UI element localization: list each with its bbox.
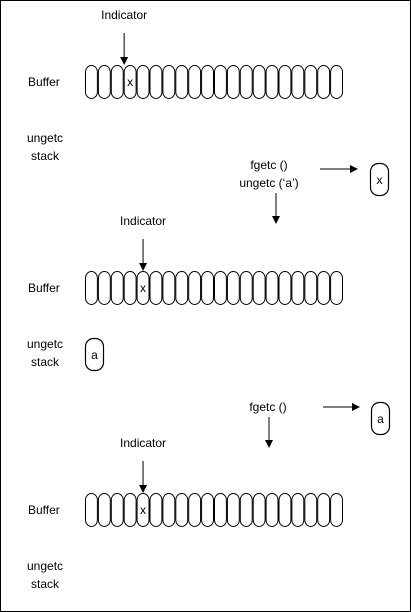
operation-label: fgetc () [249,400,286,414]
ungetc-label-line2: stack [31,577,60,591]
transition-1: fgetc () ungetc (‘a’) x [239,158,390,224]
buffer-slot [175,271,189,305]
buffer-slot [252,493,266,527]
buffer-slot [304,493,318,527]
returned-char-box [370,401,391,436]
buffer-slot [252,65,266,99]
buffer-slot [239,493,253,527]
buffer-slot [214,65,227,99]
buffer-slot [291,65,305,99]
indicator-label: Indicator [120,214,166,228]
buffer-slot [304,271,318,305]
buffer-slot [330,271,344,305]
buffer-slot-value: x [127,75,133,89]
ungetc-label-line1: ungetc [27,559,63,573]
buffer-slot [149,493,163,527]
buffer-slot [149,65,163,99]
buffer-slot-value: x [140,281,146,295]
ungetc-label-line1: ungetc [27,131,63,145]
buffer-slot [97,271,111,305]
ungetc-label-line1: ungetc [27,337,63,351]
buffer-slot [265,493,279,527]
buffer-slot [226,271,240,305]
buffer-slot [188,65,202,99]
indicator-label: Indicator [120,436,166,450]
buffer-label: Buffer [28,75,60,89]
buffer-slot [97,65,111,99]
buffer-slot [330,493,344,527]
buffer-slot [162,493,176,527]
buffer-slot [214,271,227,305]
operation-label: ungetc (‘a’) [239,176,298,190]
buffer-slot [226,65,240,99]
buffer-slot [110,493,124,527]
stack-item-box [84,337,105,372]
operation-label: fgetc () [250,158,287,172]
buffer-slot [291,271,305,305]
returned-char-value: a [377,412,384,426]
buffer-slot [278,65,292,99]
buffer-slot [149,271,163,305]
buffer-slot [85,65,98,99]
buffer-slot [188,271,202,305]
buffer-slot [265,65,279,99]
buffer-slot [136,271,150,305]
buffer-slot [162,65,176,99]
buffer-slot [214,493,227,527]
ungetc-label-line2: stack [31,355,60,369]
buffer-slot [85,271,98,305]
buffer-slot [175,65,189,99]
ungetc-label-line2: stack [31,149,60,163]
buffer-slot [304,65,318,99]
buffer-slot [188,493,202,527]
buffer-slot [317,493,331,527]
buffer-slot [265,271,279,305]
returned-char-box [369,162,390,197]
buffer-slot [291,493,305,527]
buffer-slot [201,65,215,99]
buffer-slot [162,271,176,305]
stack-item-value: a [91,348,98,362]
buffer-slot [123,271,137,305]
buffer-slot [252,271,266,305]
buffer-slot [136,493,150,527]
buffer-label: Buffer [28,281,60,295]
buffer-slot [201,271,215,305]
buffer-label: Buffer [28,503,60,517]
buffer-slot [317,271,331,305]
buffer-slot [85,493,98,527]
buffer-slot [110,65,124,99]
buffer-slot [330,65,344,99]
returned-char-value: x [377,173,383,187]
buffer-slot [110,271,124,305]
buffer-slot [175,493,189,527]
buffer-slot [317,65,331,99]
buffer-slot [226,493,240,527]
buffer-slot [239,271,253,305]
transition-2: fgetc () a [249,400,391,448]
buffer-slot [201,493,215,527]
buffer-slot [278,271,292,305]
buffer-slot [123,493,137,527]
buffer-slot-value: x [140,503,146,517]
buffer-slot [123,65,137,99]
buffer-slot [136,65,150,99]
buffer-slot [239,65,253,99]
indicator-label: Indicator [101,8,147,22]
buffer-slot [97,493,111,527]
buffer-slot [278,493,292,527]
